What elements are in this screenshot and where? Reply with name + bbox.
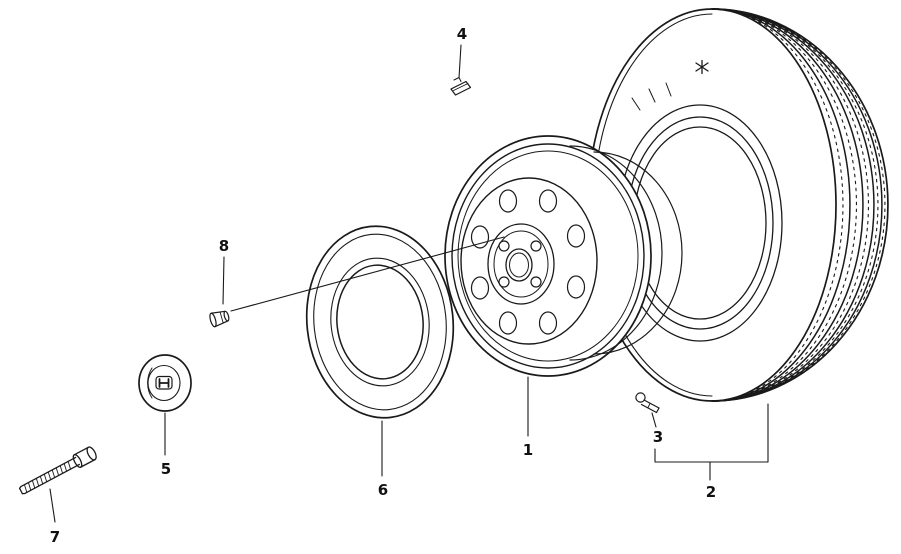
part-label-8: 8 bbox=[219, 237, 229, 255]
leader-line-8-to-hub bbox=[230, 236, 505, 312]
sidewall-hatching bbox=[631, 82, 672, 111]
leader-line-8 bbox=[222, 256, 225, 305]
wheel-rim bbox=[444, 135, 683, 377]
wheel-vent-holes bbox=[470, 189, 586, 335]
leader-bracket-2 bbox=[654, 403, 769, 481]
part-label-7: 7 bbox=[50, 528, 60, 546]
trim-ring bbox=[305, 225, 455, 419]
part-label-4: 4 bbox=[457, 25, 467, 43]
leader-line-7 bbox=[49, 488, 56, 523]
bolt-threads bbox=[23, 460, 72, 493]
lug-nut bbox=[209, 310, 230, 328]
center-cap bbox=[138, 354, 192, 412]
wheel-disc-face bbox=[460, 177, 598, 345]
bolt-head bbox=[72, 446, 97, 468]
part-labels: 1 2 3 4 5 6 7 8 bbox=[50, 25, 716, 546]
wheel-bolt-holes bbox=[498, 240, 542, 288]
part-label-3: 3 bbox=[653, 428, 663, 446]
center-cap-h-logo-icon bbox=[155, 375, 173, 390]
leader-line-4 bbox=[458, 44, 462, 79]
leader-line-3 bbox=[651, 412, 657, 428]
part-label-5: 5 bbox=[161, 460, 171, 478]
part-label-6: 6 bbox=[378, 481, 388, 499]
part-label-2: 2 bbox=[706, 483, 716, 501]
sidewall-emblem-icon bbox=[695, 59, 709, 75]
wheel-hub bbox=[487, 223, 555, 305]
balance-weight bbox=[450, 77, 472, 96]
part-label-1: 1 bbox=[523, 441, 533, 459]
wheel-bolt bbox=[18, 446, 97, 495]
tire-tread-texture bbox=[711, 8, 886, 402]
valve-stem bbox=[635, 392, 660, 414]
